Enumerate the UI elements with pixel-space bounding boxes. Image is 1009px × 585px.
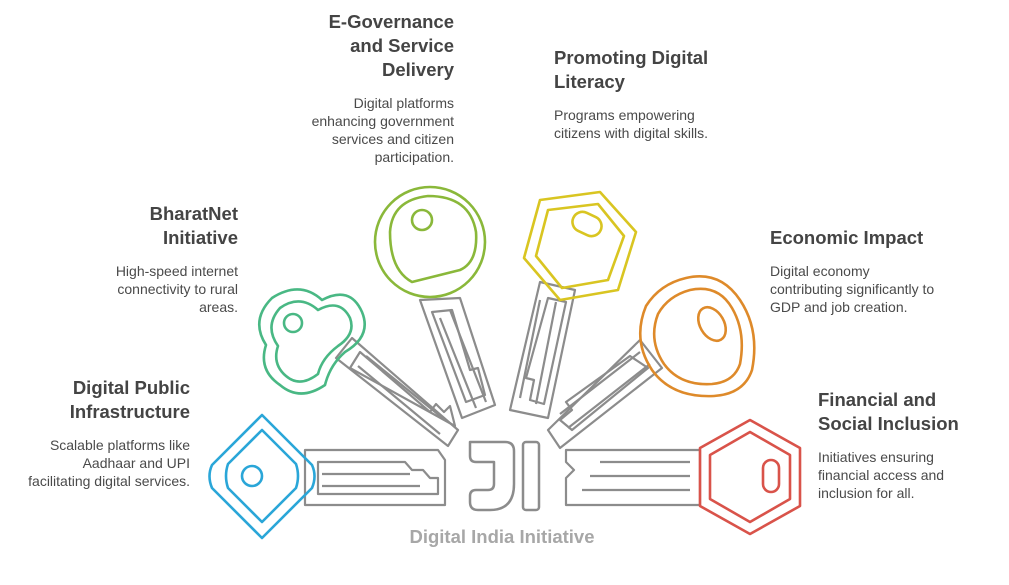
key-hole bbox=[761, 458, 781, 494]
key-hole bbox=[696, 305, 728, 343]
item-title: Economic Impact bbox=[770, 227, 924, 248]
key-hole bbox=[410, 208, 434, 232]
label-digital-public-infrastructure: Digital Public Infrastructure Scalable p… bbox=[28, 376, 190, 490]
item-title: E-Governance and Service Delivery bbox=[328, 11, 454, 80]
item-desc: Digital platforms enhancing government s… bbox=[311, 95, 454, 165]
item-desc: Digital economy contributing significant… bbox=[770, 263, 935, 315]
item-title: Financial and Social Inclusion bbox=[818, 389, 959, 434]
key-head-outer bbox=[638, 275, 756, 398]
key-head-outer bbox=[258, 288, 366, 395]
key-hole bbox=[240, 464, 264, 488]
label-bharatnet: BharatNet Initiative High-speed internet… bbox=[96, 202, 238, 316]
item-desc: Scalable platforms like Aadhaar and UPI … bbox=[28, 437, 190, 489]
item-title: Promoting Digital Literacy bbox=[554, 47, 709, 92]
item-desc: Programs empowering citizens with digita… bbox=[554, 107, 709, 141]
key-digital-public-infrastructure bbox=[208, 413, 447, 540]
key-head-outer bbox=[373, 185, 487, 299]
item-title: BharatNet Initiative bbox=[149, 203, 238, 248]
key-head-inner bbox=[534, 202, 626, 290]
key-economic-impact bbox=[546, 275, 756, 450]
key-head-outer bbox=[522, 190, 638, 302]
item-desc: High-speed internet connectivity to rura… bbox=[115, 263, 238, 315]
label-economic-impact: Economic Impact Digital economy contribu… bbox=[770, 226, 945, 316]
center-mark-j bbox=[468, 440, 516, 512]
key-head-outer bbox=[698, 418, 802, 536]
center-title: Digital India Initiative bbox=[409, 526, 595, 547]
key-head-inner bbox=[224, 428, 300, 524]
key-financial-inclusion bbox=[564, 418, 802, 536]
center-mark bbox=[468, 440, 541, 512]
key-digital-literacy bbox=[508, 190, 638, 420]
key-head-inner bbox=[270, 300, 353, 383]
center-mark-i bbox=[521, 440, 541, 512]
key-head-outer bbox=[208, 413, 316, 540]
key-hole bbox=[282, 312, 304, 334]
key-head-inner bbox=[388, 194, 478, 284]
label-digital-literacy: Promoting Digital Literacy Programs empo… bbox=[554, 46, 722, 142]
key-e-governance bbox=[373, 185, 497, 420]
label-e-governance: E-Governance and Service Delivery Digita… bbox=[294, 10, 454, 166]
key-head-inner bbox=[652, 287, 744, 386]
item-title: Digital Public Infrastructure bbox=[69, 377, 190, 422]
label-financial-inclusion: Financial and Social Inclusion Initiativ… bbox=[818, 388, 968, 502]
key-hole bbox=[571, 210, 603, 238]
key-head-inner bbox=[708, 430, 792, 524]
item-desc: Initiatives ensuring financial access an… bbox=[818, 449, 945, 501]
key-bharatnet bbox=[258, 288, 460, 448]
